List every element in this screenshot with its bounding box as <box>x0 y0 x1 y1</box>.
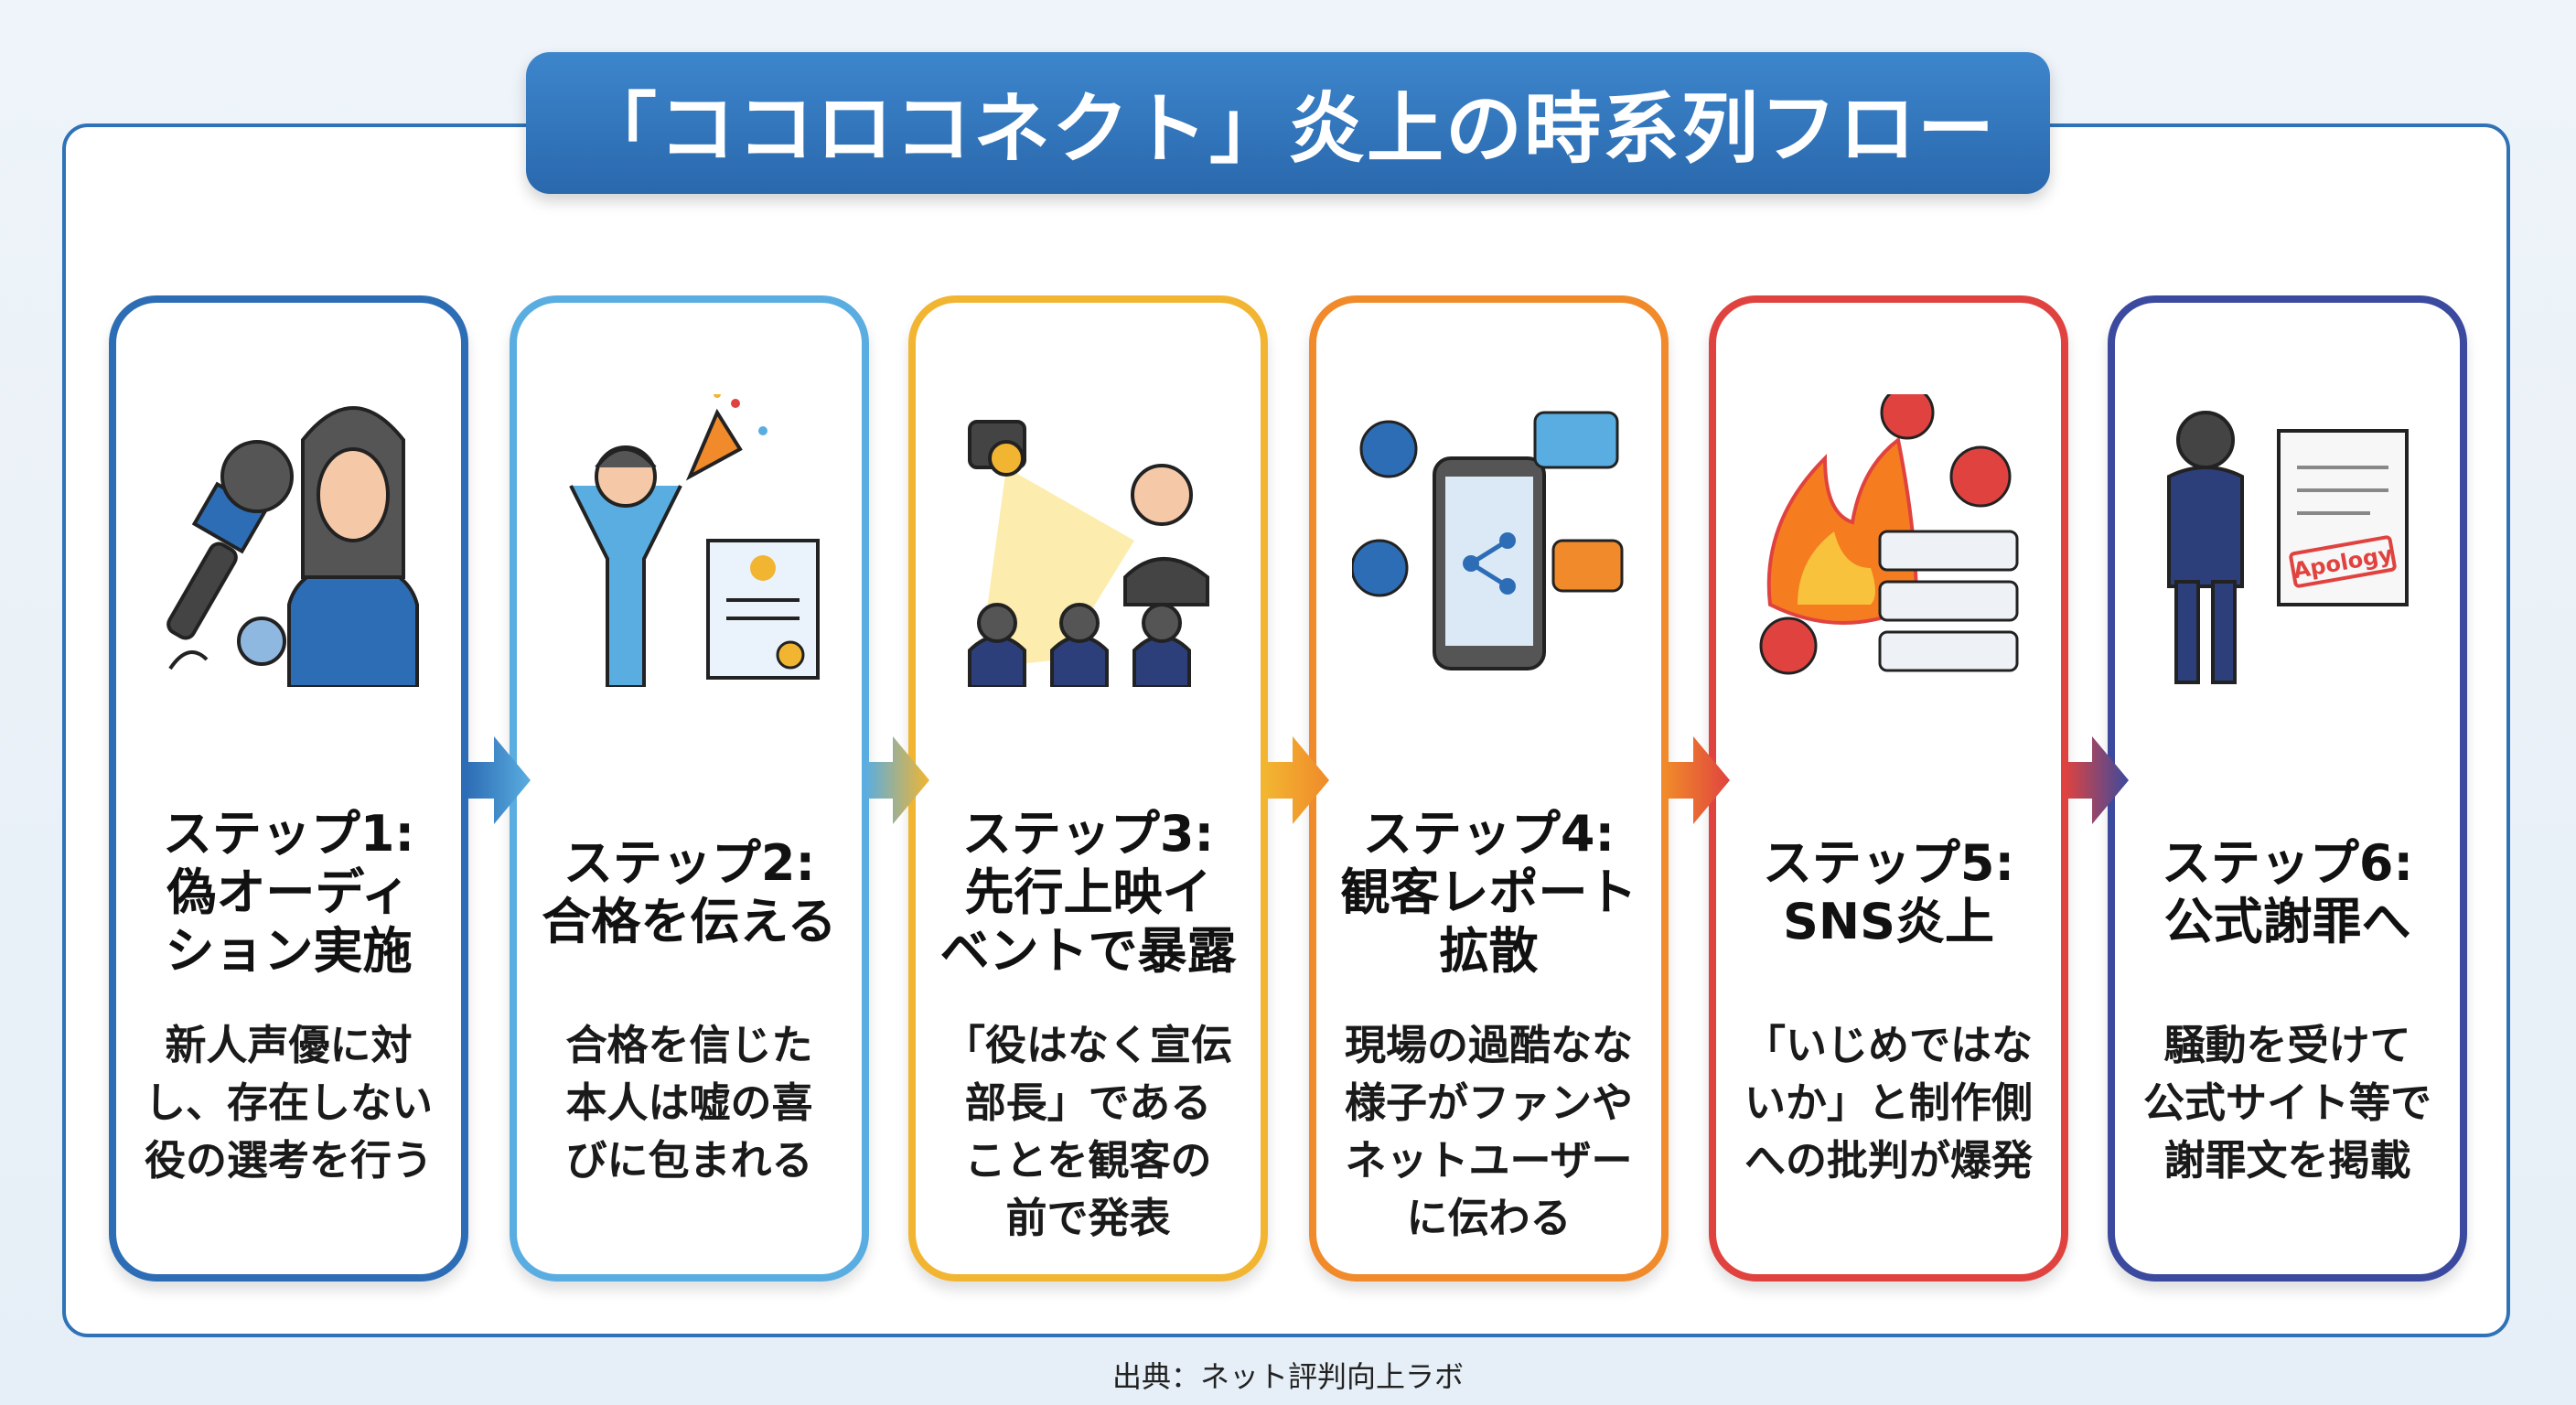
arrow-right-icon <box>467 736 531 824</box>
celebration-certificate-icon <box>517 358 862 724</box>
step-description: 合格を信じた 本人は嘘の喜 びに包まれる <box>565 1021 813 1185</box>
step-description: 「役はなく宣伝 部長」である ことを観客の 前で発表 <box>943 1021 1232 1242</box>
step-card-4: ステップ4: 観客レポート 拡散 現場の過酷なな 様子がファンや ネットユーザー… <box>1309 295 1669 1282</box>
step-description: 騒動を受けて 公式サイト等で 謝罪文を掲載 <box>2142 1021 2431 1185</box>
step-title: ステップ2: 合格を伝える <box>542 834 837 950</box>
step-title: ステップ1: 偽オーディ ション実施 <box>162 805 415 980</box>
flow-frame <box>62 123 2510 1337</box>
spotlight-stage-icon <box>916 358 1261 724</box>
step-card-3: ステップ3: 先行上映イ ベントで暴露 「役はなく宣伝 部長」である ことを観客… <box>908 295 1268 1282</box>
step-description: 現場の過酷なな 様子がファンや ネットユーザー に伝わる <box>1344 1021 1633 1242</box>
smartphone-share-icon <box>1316 358 1661 724</box>
microphone-interview-icon <box>116 358 461 724</box>
arrow-right-icon <box>1265 736 1329 824</box>
step-title: ステップ3: 先行上映イ ベントで暴露 <box>939 805 1237 980</box>
step-title: ステップ6: 公式謝罪へ <box>2161 834 2414 950</box>
step-title: ステップ5: SNS炎上 <box>1762 834 2015 950</box>
step-card-2: ステップ2: 合格を伝える 合格を信じた 本人は嘘の喜 びに包まれる <box>510 295 869 1282</box>
step-card-5: ステップ5: SNS炎上 「いじめではな いか」と制作側 への批判が爆発 <box>1709 295 2068 1282</box>
step-description: 「いじめではな いか」と制作側 への批判が爆発 <box>1744 1021 2033 1185</box>
arrow-right-icon <box>2065 736 2129 824</box>
step-title: ステップ4: 観客レポート 拡散 <box>1340 805 1637 980</box>
arrow-right-icon <box>1666 736 1730 824</box>
bowing-apology-icon: Apology <box>2115 358 2460 724</box>
page-title: 「ココロコネクト」炎上の時系列フロー <box>526 52 2050 194</box>
step-card-1: ステップ1: 偽オーディ ション実施 新人声優に対 し、存在しない 役の選考を行… <box>109 295 468 1282</box>
fire-angry-icon <box>1716 358 2061 724</box>
source-footer: 出典：ネット評判向上ラボ <box>1111 1359 1464 1394</box>
step-description: 新人声優に対 し、存在しない 役の選考を行う <box>144 1021 433 1185</box>
arrow-right-icon <box>865 736 929 824</box>
step-card-6: Apology ステップ6: 公式謝罪へ 騒動を受けて 公式サイト等で 謝罪文を… <box>2108 295 2467 1282</box>
